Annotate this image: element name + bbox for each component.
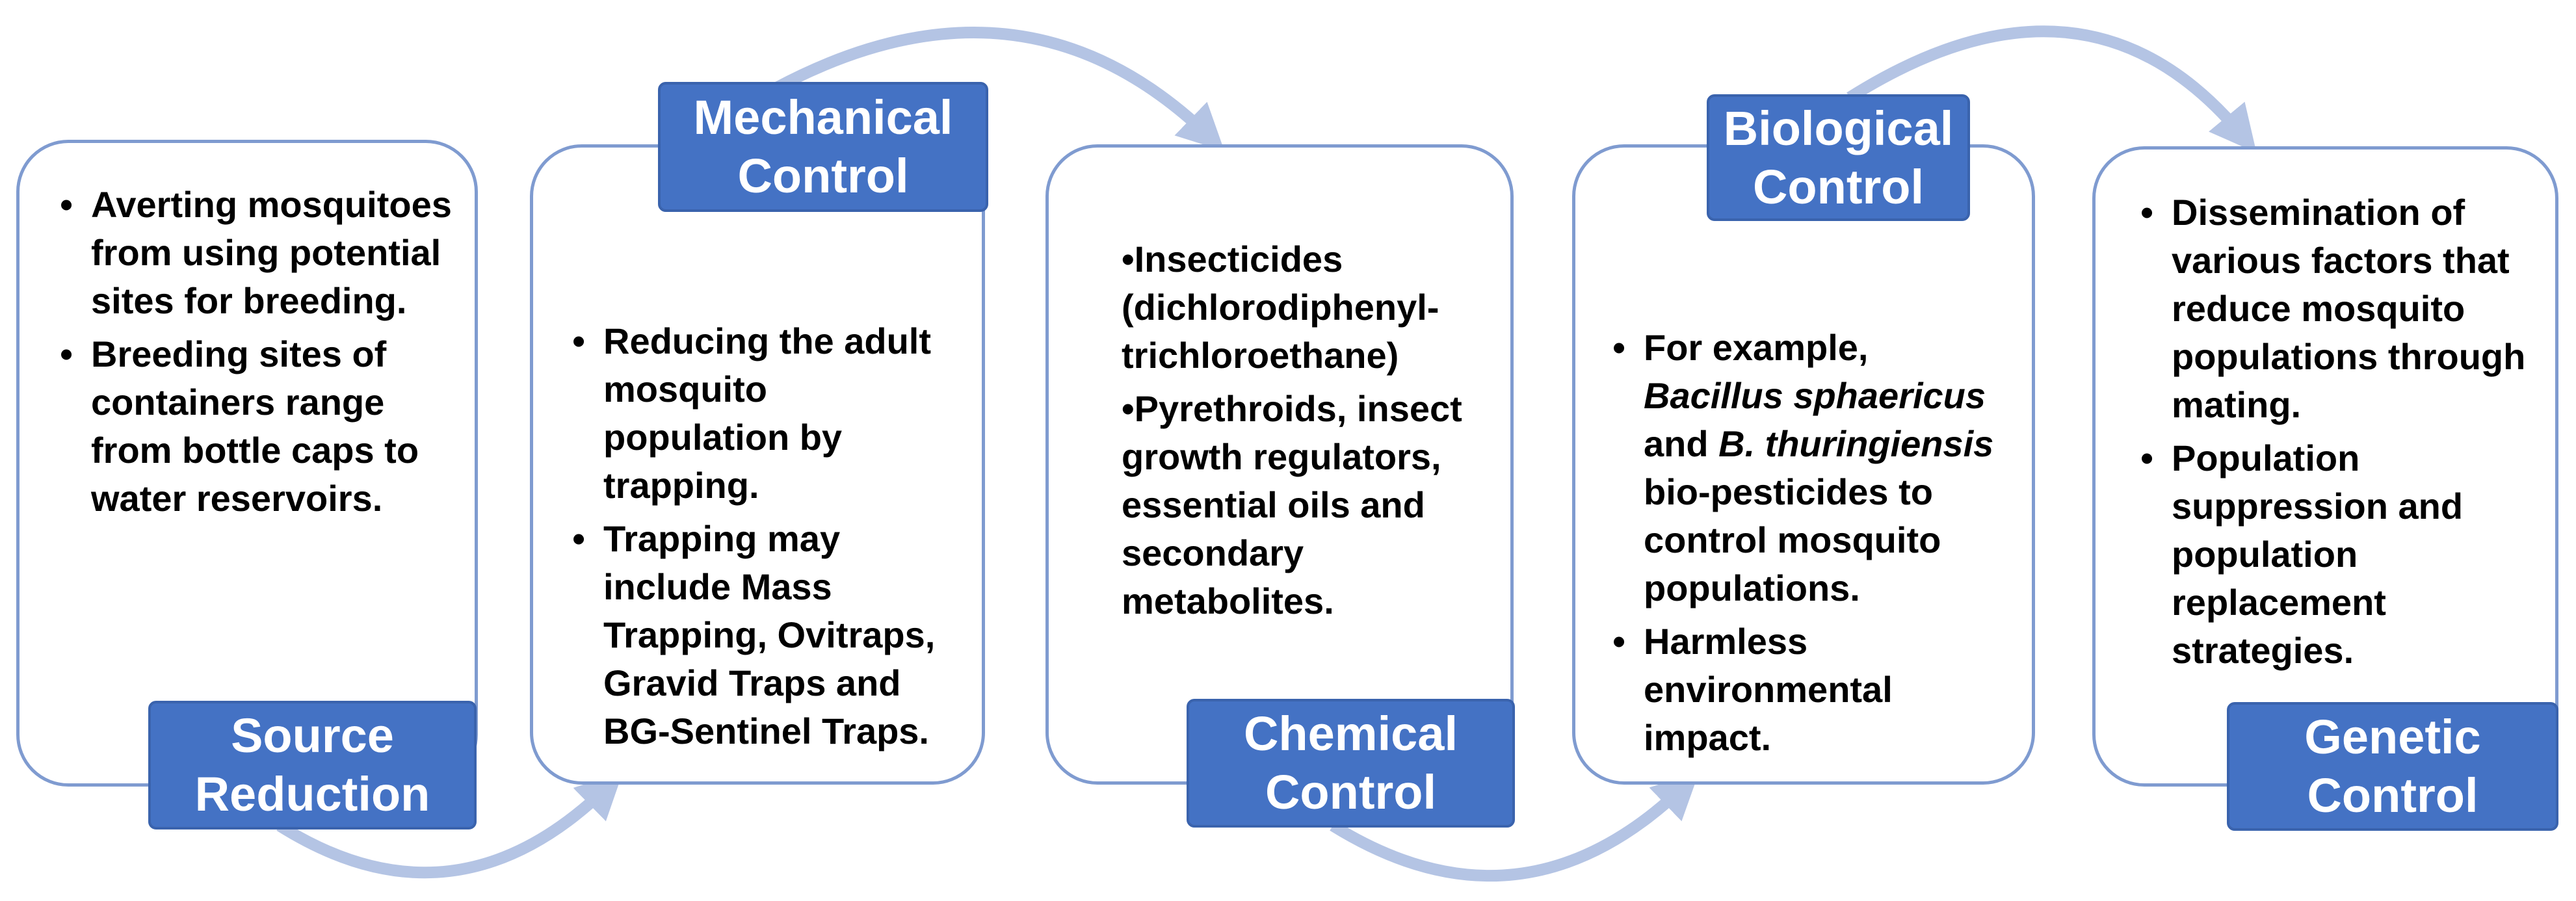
arrow-mechanical-to-chemical	[767, 27, 1225, 151]
list-item: •Population suppression and population r…	[2140, 437, 2464, 671]
arrow-chemical-to-biological	[1330, 772, 1700, 882]
card-mechanical-control	[530, 144, 985, 785]
genetic-control-bullets: •Dissemination of various factors that r…	[2134, 189, 2537, 675]
list-item: •Insecticides (dichlorodiphenyl-trichlor…	[1122, 239, 1439, 376]
arrow-biological-to-genetic	[1847, 25, 2257, 153]
card-source-reduction	[16, 140, 478, 787]
source-reduction-bullets: •Averting mosquitoes from using potentia…	[53, 181, 469, 523]
list-item: •Breeding sites of containers range from…	[60, 333, 419, 519]
list-item: •Trapping may include Mass Trapping, Ovi…	[572, 518, 936, 751]
list-item: •Reducing the adult mosquito population …	[572, 320, 931, 506]
card-genetic-control	[2092, 146, 2558, 787]
list-item: •Pyrethroids, insect growth regulators, …	[1122, 388, 1462, 621]
biological-control-bullets: •For example, Bacillus sphaericus and B.…	[1606, 324, 2016, 762]
card-chemical-control	[1045, 144, 1514, 785]
label-genetic-control: Genetic Control	[2227, 702, 2558, 831]
label-mechanical-control: Mechanical Control	[658, 82, 988, 212]
label-source-reduction: Source Reduction	[148, 701, 477, 829]
label-chemical-control: Chemical Control	[1187, 699, 1515, 828]
arrow-source-to-mechanical	[276, 772, 624, 879]
label-biological-control: Biological Control	[1707, 94, 1970, 221]
list-item: •Averting mosquitoes from using potentia…	[60, 184, 452, 321]
chemical-control-bullets: •Insecticides (dichlorodiphenyl-trichlor…	[1122, 235, 1492, 625]
card-biological-control	[1572, 144, 2035, 785]
list-item: •Harmless environmental impact.	[1612, 621, 1893, 758]
list-item: •For example, Bacillus sphaericus and B.…	[1612, 327, 1994, 608]
mechanical-control-bullets: •Reducing the adult mosquito population …	[566, 317, 956, 755]
list-item: •Dissemination of various factors that r…	[2140, 192, 2526, 425]
